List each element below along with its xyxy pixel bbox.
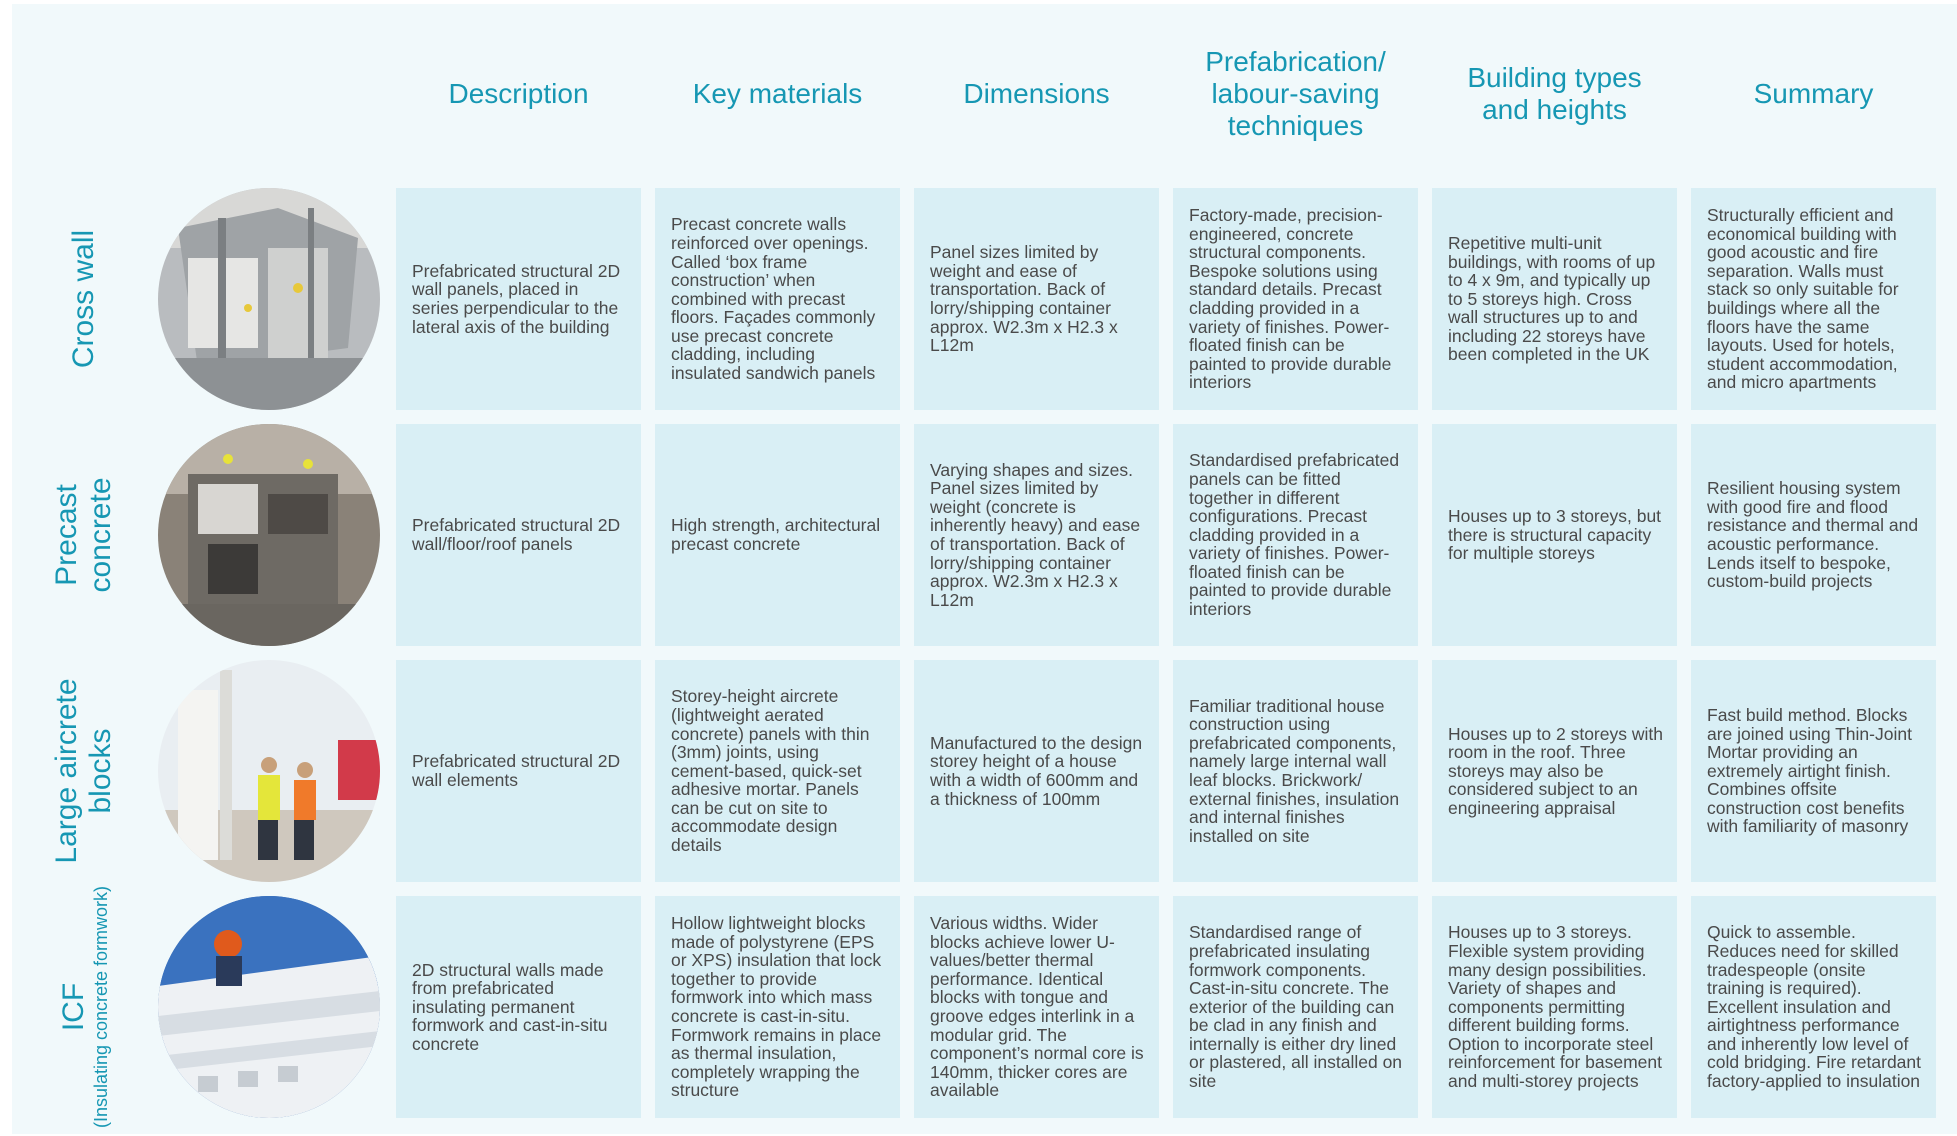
row-label-icf: ICF (Insulating concrete formwork) [24, 886, 144, 1128]
cell-text: Repetitive multi-unit buildings, with ro… [1448, 232, 1656, 365]
cell-summary: Structurally efficient and economical bu… [1691, 188, 1936, 410]
cell-text: 2D structural walls made from prefabrica… [412, 959, 608, 1054]
cell-text: Resilient housing system with good fire … [1707, 478, 1919, 592]
cell-building-types: Repetitive multi-unit buildings, with ro… [1432, 188, 1677, 410]
cell-text: Hollow lightweight blocks made of polyst… [671, 913, 882, 1101]
row-label-large-aircrete-blocks: Large aircrete blocks [24, 660, 144, 882]
cell-text: Manufactured to the design storey height… [930, 732, 1143, 809]
column-header-key-materials: Key materials [692, 78, 863, 109]
cell-text: Fast build method. Blocks are joined usi… [1707, 704, 1912, 837]
cell-text: Houses up to 3 storeys. Flexible system … [1448, 922, 1662, 1092]
cell-key-materials: High strength, architectural precast con… [655, 424, 900, 646]
cell-description: Prefabricated structural 2D wall panels,… [396, 188, 641, 410]
corner-spacer [24, 14, 144, 174]
column-header-description: Description [448, 78, 589, 109]
cell-summary: Quick to assemble. Reduces need for skil… [1691, 896, 1936, 1118]
cell-building-types: Houses up to 2 storeys with room in the … [1432, 660, 1677, 882]
cell-prefabrication: Factory-made, precision-engineered, conc… [1173, 188, 1418, 410]
column-header-summary: Summary [1753, 78, 1874, 109]
cell-text: Houses up to 2 storeys with room in the … [1448, 723, 1663, 818]
cell-text: Standardised prefabricated panels can be… [1189, 450, 1400, 620]
table-grid: Description Key materials Dimensions Pre… [12, 4, 1936, 1128]
row-label-text: Large aircrete blocks [50, 678, 117, 864]
cell-text: Quick to assemble. Reduces need for skil… [1707, 922, 1921, 1092]
corner-spacer-photo [158, 14, 382, 174]
cell-text: Factory-made, precision-engineered, conc… [1189, 205, 1392, 393]
column-header-prefabrication: Prefabrication/ labour-saving techniques [1205, 46, 1386, 141]
cell-text: Prefabricated structural 2D wall panels,… [412, 260, 621, 337]
cell-text: Storey-height aircrete (lightweight aera… [671, 686, 870, 856]
row-label-cross-wall: Cross wall [24, 188, 144, 410]
column-header-dimensions: Dimensions [963, 78, 1110, 109]
cell-description: 2D structural walls made from prefabrica… [396, 896, 641, 1118]
cell-description: Prefabricated structural 2D wall element… [396, 660, 641, 882]
cell-key-materials: Storey-height aircrete (lightweight aera… [655, 660, 900, 882]
cell-description: Prefabricated structural 2D wall/floor/r… [396, 424, 641, 646]
cell-text: Prefabricated structural 2D wall element… [412, 751, 621, 790]
cell-summary: Resilient housing system with good fire … [1691, 424, 1936, 646]
cell-dimensions: Various widths. Wider blocks achieve low… [914, 896, 1159, 1118]
row-label-text: Cross wall [67, 229, 100, 369]
cell-dimensions: Manufactured to the design storey height… [914, 660, 1159, 882]
cell-dimensions: Panel sizes limited by weight and ease o… [914, 188, 1159, 410]
column-header-building-types: Building types and heights [1467, 62, 1642, 125]
cell-text: Standardised range of prefabricated insu… [1189, 922, 1403, 1092]
cell-text: High strength, architectural precast con… [671, 515, 881, 554]
cell-summary: Fast build method. Blocks are joined usi… [1691, 660, 1936, 882]
construction-site-photo [158, 188, 380, 410]
cell-dimensions: Varying shapes and sizes. Panel sizes li… [914, 424, 1159, 646]
cell-prefabrication: Familiar traditional house construction … [1173, 660, 1418, 882]
cell-prefabrication: Standardised prefabricated panels can be… [1173, 424, 1418, 646]
row-label-stack: ICF (Insulating concrete formwork) [57, 886, 111, 1128]
aircrete-workers-photo [158, 660, 380, 882]
cell-text: Structurally efficient and economical bu… [1707, 205, 1899, 393]
cell-building-types: Houses up to 3 storeys. Flexible system … [1432, 896, 1677, 1118]
cell-key-materials: Hollow lightweight blocks made of polyst… [655, 896, 900, 1118]
cell-prefabrication: Standardised range of prefabricated insu… [1173, 896, 1418, 1118]
cell-text: Various widths. Wider blocks achieve low… [930, 913, 1144, 1101]
cell-key-materials: Precast concrete walls reinforced over o… [655, 188, 900, 410]
cell-text: Varying shapes and sizes. Panel sizes li… [930, 459, 1141, 610]
row-label-precast-concrete: Precast concrete [24, 424, 144, 646]
comparison-table: Description Key materials Dimensions Pre… [12, 4, 1957, 1134]
icf-blocks-photo [158, 896, 380, 1118]
row-label-text: ICF [57, 982, 90, 1032]
precast-house-photo [158, 424, 380, 646]
cell-text: Familiar traditional house construction … [1189, 695, 1400, 846]
cell-text: Houses up to 3 storeys, but there is str… [1448, 506, 1662, 564]
row-label-text: Precast concrete [50, 477, 117, 593]
row-sublabel-text: (Insulating concrete formwork) [91, 885, 111, 1129]
cell-text: Panel sizes limited by weight and ease o… [930, 242, 1118, 356]
cell-text: Precast concrete walls reinforced over o… [671, 214, 876, 384]
cell-text: Prefabricated structural 2D wall/floor/r… [412, 515, 621, 554]
cell-building-types: Houses up to 3 storeys, but there is str… [1432, 424, 1677, 646]
